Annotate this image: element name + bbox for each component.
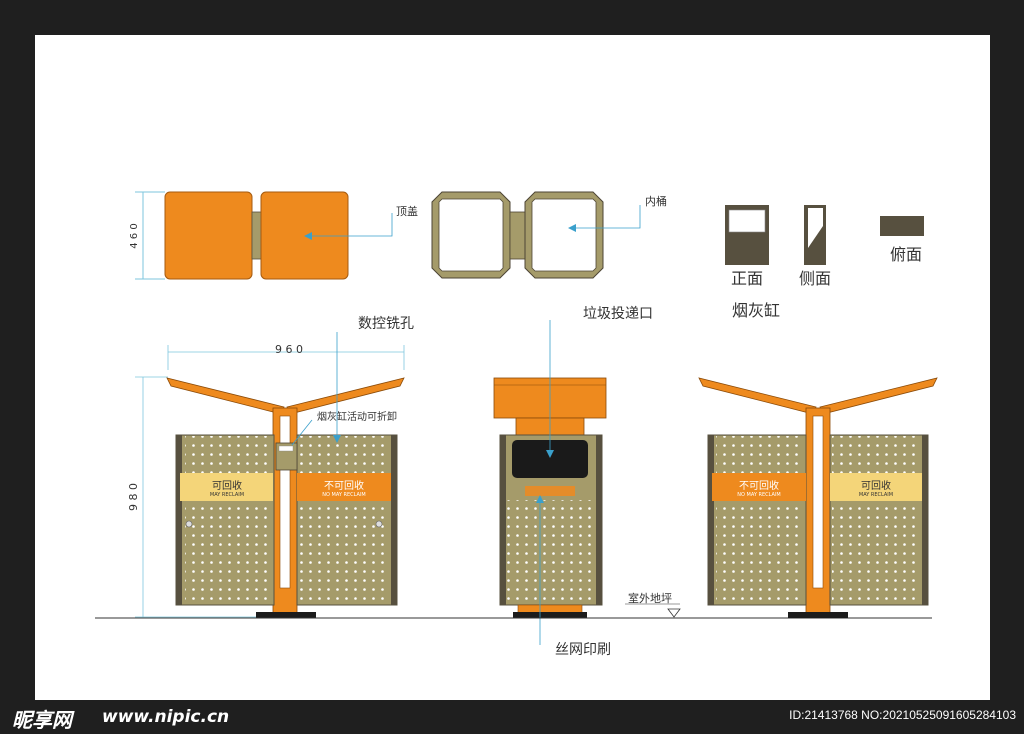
ashtray-top [880,216,924,236]
top-view-lid [135,191,393,280]
ashtray-leader-line [291,419,313,446]
ground-marker [667,608,681,618]
watermark-url[interactable]: www.nipic.cn [102,707,230,727]
ashtray-front-label: 正面 [731,269,763,288]
screen-print-logo [525,486,575,496]
top-view-inner-bin [431,191,641,279]
front-non-recyclable-en: NO MAY RECLAIM [322,492,366,498]
lid-leader-line [306,213,393,237]
back-non-recyclable-label: 不可回收 [739,479,779,492]
ashtray-title: 烟灰缸 [732,301,780,320]
ashtray-views [725,205,924,265]
opening-label: 垃圾投递口 [583,306,653,322]
width-dimension: 9 6 0 [275,343,303,356]
lid-left [164,191,253,280]
ashtray-top-label: 俯面 [890,245,922,264]
front-view [135,332,405,618]
label-band-non-recyclable [297,473,391,501]
height-dimension: 9 8 0 [127,483,140,511]
base-plate [256,612,316,618]
watermark-id: ID:21413768 NO:20210525091605284103 [789,708,1016,722]
back-view [698,377,938,618]
screen-print-label: 丝网印刷 [555,642,611,658]
inner-bin-connector [509,211,528,260]
ashtray-note: 烟灰缸活动可折卸 [317,410,397,423]
top-view-dimension: 4 6 0 [129,223,140,248]
back-non-recyclable-en: NO MAY RECLAIM [737,492,781,498]
side-view [493,320,607,645]
lid-label: 顶盖 [396,204,418,218]
back-recyclable-en: MAY RECLAIM [859,492,893,498]
inner-bin-leader-line [570,205,641,229]
front-non-recyclable-label: 不可回收 [324,479,364,492]
back-recyclable-label: 可回收 [861,479,891,492]
lid-right [260,191,349,280]
watermark-logo: 昵享网 [12,708,72,732]
front-recyclable-en: MAY RECLAIM [210,492,244,498]
cnc-hole-label: 数控铣孔 [358,316,414,332]
label-band-recyclable [180,473,273,501]
lid-connector [251,211,262,260]
front-recyclable-label: 可回收 [212,479,242,492]
disposal-opening [512,440,588,478]
ground-label: 室外地坪 [628,591,672,605]
ashtray-side-label: 侧面 [799,269,831,288]
inner-bin-label: 内桶 [645,194,667,208]
